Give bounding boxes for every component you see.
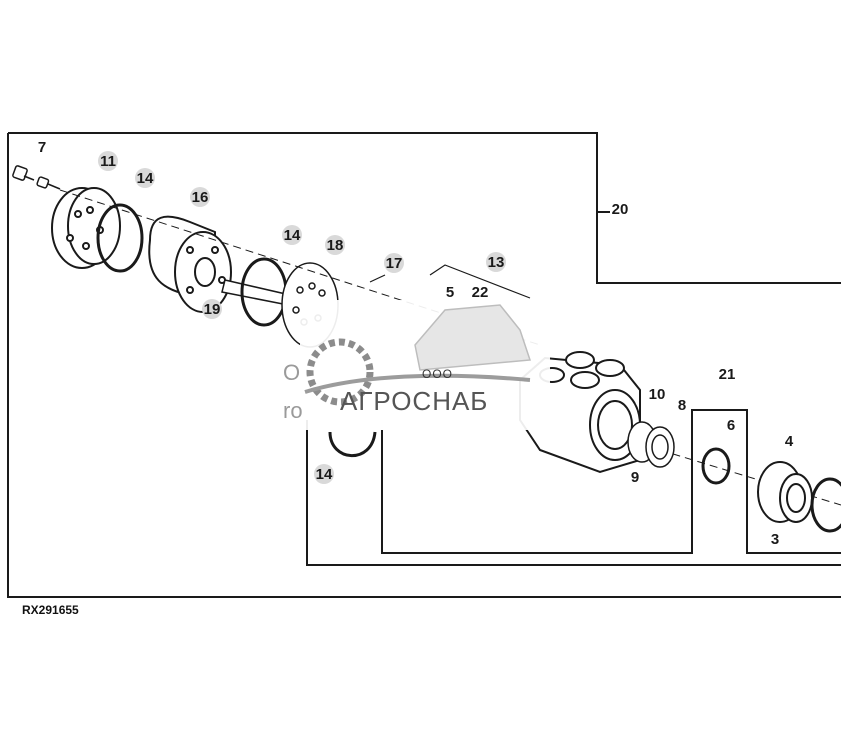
callout-label-9: 9 <box>631 469 639 486</box>
callout-label-11: 11 <box>100 153 116 170</box>
callout-label-18: 18 <box>327 237 344 254</box>
o-ring-part <box>96 203 144 273</box>
callout-bubble-14c <box>314 464 334 484</box>
partial-label-left-1: О <box>283 360 300 385</box>
callout-bracket-13 <box>429 264 531 299</box>
seal-ring-part <box>701 447 731 485</box>
callout-bubble-16 <box>190 187 210 207</box>
inner-bracket-frame <box>306 420 841 566</box>
callout-bubble-14b <box>282 225 302 245</box>
callout-label-22: 22 <box>472 284 489 301</box>
callout-label-5: 5 <box>446 284 454 301</box>
callout-label-6: 6 <box>727 417 735 434</box>
callout-label-7: 7 <box>38 139 46 156</box>
valve-body-part <box>519 351 641 474</box>
bearing-part <box>757 461 813 523</box>
o-ring-part-3 <box>328 431 377 458</box>
partial-label-left-2: ro <box>283 398 303 423</box>
callout-label-8: 8 <box>678 397 686 414</box>
watermark-company-name: АГРОСНАБ <box>340 386 488 416</box>
callout-bubble-13 <box>486 252 506 272</box>
outer-frame <box>7 132 841 598</box>
callout-label-13: 13 <box>488 254 505 271</box>
bolt-part <box>12 165 61 190</box>
spool-sleeve-part <box>627 421 675 468</box>
figure-reference: RX291655 <box>22 603 79 617</box>
callout-label-19: 19 <box>204 301 221 318</box>
callouts-layer: 7 11 14 16 14 18 17 13 5 22 19 20 21 10 8 6 4 9 3 14 <box>38 139 794 548</box>
watermark-logo <box>304 304 532 406</box>
callout-label-14c: 14 <box>316 466 333 483</box>
callout-label-3: 3 <box>771 531 779 548</box>
snap-ring-part <box>810 477 841 533</box>
callout-label-10: 10 <box>649 386 666 403</box>
callout-bubble-18 <box>325 235 345 255</box>
callout-label-14b: 14 <box>284 227 301 244</box>
gerotor-housing-part <box>148 215 232 313</box>
callout-label-16: 16 <box>192 189 209 206</box>
callout-label-17: 17 <box>386 255 403 272</box>
drive-shaft-part <box>221 279 291 306</box>
callout-label-20: 20 <box>612 201 629 218</box>
watermark-prefix: ООО <box>422 367 453 381</box>
callout-bubble-17 <box>384 253 404 273</box>
callout-label-4: 4 <box>785 433 794 450</box>
callout-bubble-14a <box>135 168 155 188</box>
leader-17 <box>369 274 386 283</box>
callout-label-14a: 14 <box>137 170 154 187</box>
callout-label-21: 21 <box>719 366 736 383</box>
end-cap-part <box>51 187 121 269</box>
callout-bubble-11 <box>98 151 118 171</box>
bracket-frame-21 <box>381 409 841 554</box>
callout-bubble-19 <box>202 299 222 319</box>
